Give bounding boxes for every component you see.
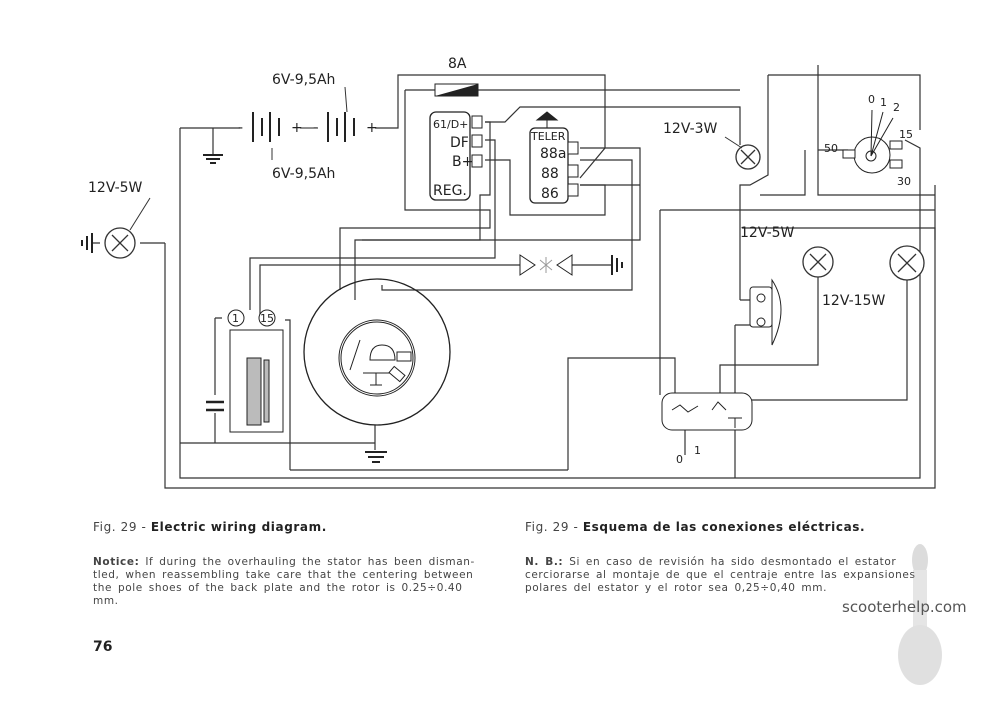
note-line: polares del estator y el rotor sea 0,25÷…	[525, 582, 828, 594]
relay-ground-icon	[535, 111, 559, 128]
notice-es: N. B.: Si en caso de revisión ha sido de…	[525, 556, 945, 595]
battery-sign: +	[366, 120, 378, 136]
wiring-diagram: - + - + 6V-9,5Ah 6V-9,5Ah 12V-5W 12V-3W …	[81, 56, 936, 489]
notice-en: Notice: If during the overhauling the st…	[93, 556, 508, 608]
watermark-text: scooterhelp.com	[842, 598, 967, 616]
wire	[659, 209, 935, 395]
lamp-label: 12V-3W	[663, 121, 718, 137]
caption-prefix: Fig. 29 -	[93, 520, 151, 534]
battery-sign: +	[291, 120, 303, 136]
note-line: tled, when reassembling take care that t…	[93, 569, 474, 581]
battery-label: 6V-9,5Ah	[272, 72, 335, 88]
switch-position: 0	[676, 453, 683, 466]
wire	[179, 128, 921, 479]
wire	[750, 280, 908, 401]
caption-es: Fig. 29 - Esquema de las conexiones eléc…	[525, 520, 865, 534]
regulator-terminal: 61/D+	[433, 118, 468, 131]
switch-terminal: 50	[824, 142, 838, 155]
regulator-terminal: B+	[452, 154, 473, 170]
coil-terminal: 15	[260, 312, 274, 325]
ground-icon	[81, 154, 623, 463]
relay-label: TELER	[530, 130, 566, 143]
battery-sign: -	[313, 120, 318, 136]
scooter-watermark-icon	[898, 544, 942, 685]
wire	[485, 106, 741, 145]
capacitor-icon	[206, 400, 224, 412]
wire	[719, 277, 819, 395]
page-number: 76	[93, 639, 113, 655]
wire	[339, 90, 491, 290]
wire	[381, 159, 633, 291]
wire	[742, 227, 936, 240]
relay-terminal: 88a	[540, 146, 566, 162]
wire	[760, 150, 806, 196]
stop-light-icon	[519, 254, 573, 276]
switch-position: 2	[893, 101, 900, 114]
relay-terminal: 88	[541, 166, 559, 182]
caption-prefix: Fig. 29 -	[525, 520, 583, 534]
note-label: Notice:	[93, 556, 140, 568]
caption-title: Electric wiring diagram.	[150, 520, 327, 534]
wire	[817, 65, 935, 196]
fuse-label: 8A	[448, 56, 467, 72]
battery-sign: -	[238, 120, 243, 136]
lamp-label: 12V-5W	[88, 180, 143, 196]
fuse-icon	[434, 83, 479, 97]
switch-position: 1	[880, 96, 887, 109]
switch-terminal: 30	[897, 175, 911, 188]
wire	[622, 357, 676, 395]
horn-icon	[749, 278, 782, 346]
caption-title: Esquema de las conexiones eléctricas.	[582, 520, 866, 534]
relay-terminal: 86	[541, 186, 559, 202]
ignition-coil-icon	[227, 309, 284, 433]
note-line: mm.	[93, 595, 119, 607]
note-line: If during the overhauling the stator has…	[145, 556, 475, 568]
note-line: Si en caso de revisión ha sido desmontad…	[569, 556, 897, 568]
battery-icon	[252, 112, 355, 142]
wire	[362, 147, 641, 241]
regulator-box	[429, 111, 471, 201]
wire	[180, 74, 606, 179]
lamp-icon	[735, 144, 761, 170]
lamp-icon	[889, 245, 925, 281]
switch-position: 1	[694, 444, 701, 457]
handlebar-switch-icon	[661, 392, 753, 431]
battery-label: 6V-9,5Ah	[272, 166, 335, 182]
wire	[285, 319, 622, 471]
lamp-icon	[104, 227, 136, 259]
wire	[739, 74, 921, 300]
coil-terminal: 1	[232, 312, 239, 325]
regulator-label: REG.	[433, 183, 467, 199]
caption-en: Fig. 29 - Electric wiring diagram.	[93, 520, 327, 534]
regulator-terminal: DF	[450, 135, 469, 151]
wire	[249, 139, 496, 310]
flywheel-magneto-icon	[303, 278, 451, 426]
wire	[164, 185, 936, 489]
note-label: N. B.:	[525, 556, 564, 568]
switch-position: 0	[868, 93, 875, 106]
lamp-label: 12V-15W	[822, 293, 885, 309]
lamp-icon	[802, 246, 834, 278]
wire	[354, 121, 491, 300]
wire	[180, 317, 375, 444]
switch-terminal: 15	[899, 128, 913, 141]
ignition-switch-icon	[842, 109, 903, 174]
wire	[259, 264, 612, 318]
note-line: cerciorarse al montaje de que el centraj…	[525, 569, 916, 581]
note-line: the pole shoes of the back plate and the…	[93, 582, 463, 594]
lamp-label: 12V-5W	[740, 225, 795, 241]
